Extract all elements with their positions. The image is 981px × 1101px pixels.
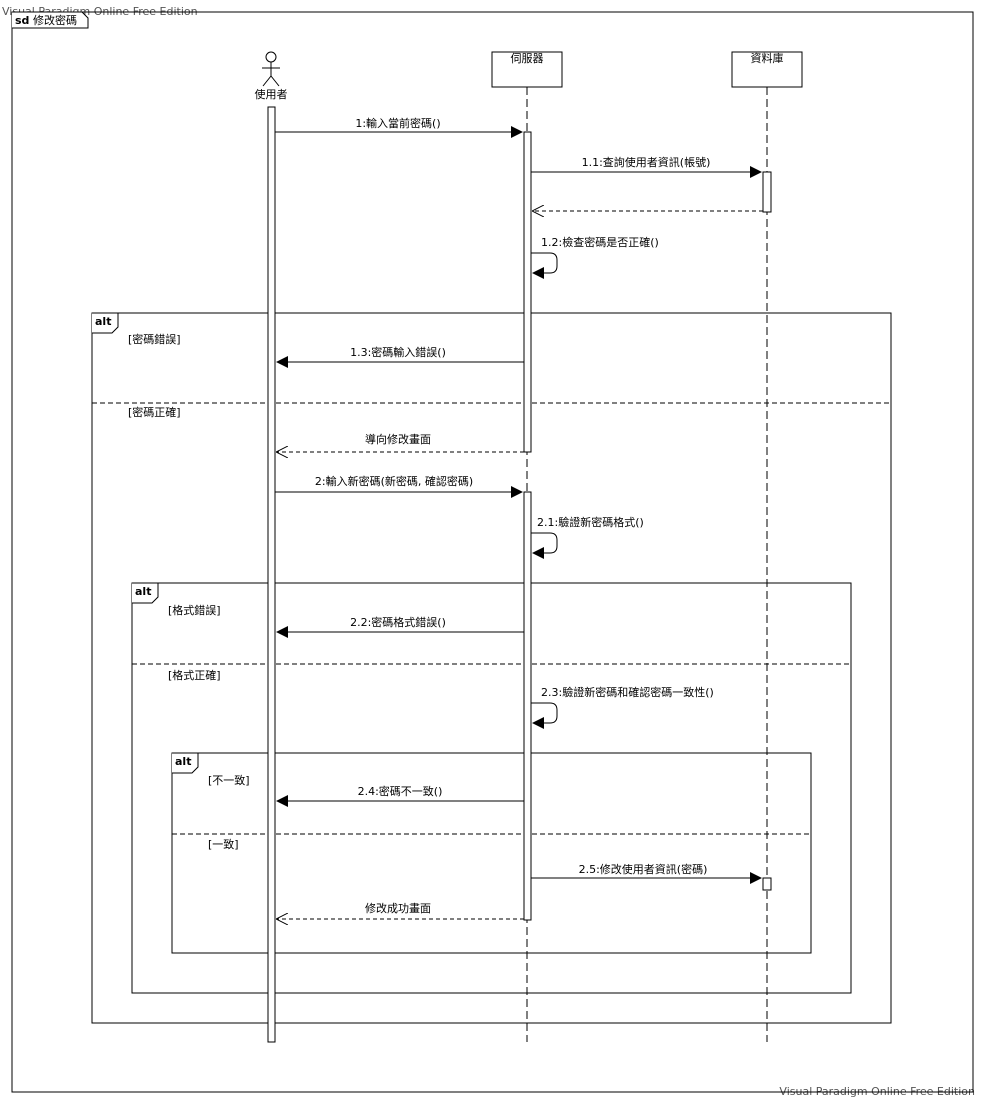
alt-middle-operator: alt bbox=[135, 585, 151, 598]
message-1: 1:輸入當前密碼() bbox=[275, 116, 523, 138]
message-2-2-label: 2.2:密碼格式錯誤() bbox=[350, 615, 446, 629]
alt-inner-guard-2: [一致] bbox=[208, 837, 239, 851]
message-1-1: 1.1:查詢使用者資訊(帳號) bbox=[531, 155, 762, 178]
activation-server-1 bbox=[523, 131, 532, 453]
message-2-4-label: 2.4:密碼不一致() bbox=[358, 784, 443, 798]
message-1-3-label: 1.3:密碼輸入錯誤() bbox=[350, 345, 446, 359]
alt-outer-guard-2: [密碼正確] bbox=[128, 405, 181, 419]
message-2-1: 2.1:驗證新密碼格式() bbox=[531, 515, 644, 559]
lifeline-user-label: 使用者 bbox=[255, 88, 288, 101]
message-2-2: 2.2:密碼格式錯誤() bbox=[276, 615, 524, 638]
message-2: 2:輸入新密碼(新密碼, 確認密碼) bbox=[275, 474, 523, 498]
message-2-5: 2.5:修改使用者資訊(密碼) bbox=[531, 862, 762, 884]
message-2-label: 2:輸入新密碼(新密碼, 確認密碼) bbox=[315, 474, 473, 488]
activation-database-1 bbox=[762, 171, 772, 213]
lifeline-server-label: 伺服器 bbox=[511, 52, 544, 65]
return-success-label: 修改成功畫面 bbox=[365, 901, 431, 915]
frame-keyword: sd bbox=[15, 14, 29, 27]
alt-fragment-middle: alt [格式錯誤] [格式正確] bbox=[131, 582, 852, 994]
alt-middle-guard-2: [格式正確] bbox=[168, 668, 221, 682]
return-redirect: 導向修改畫面 bbox=[277, 432, 524, 452]
diagram-frame bbox=[11, 11, 974, 1093]
message-2-3: 2.3:驗證新密碼和確認密碼一致性() bbox=[531, 685, 714, 729]
alt-middle-guard-1: [格式錯誤] bbox=[168, 603, 221, 617]
return-redirect-label: 導向修改畫面 bbox=[365, 432, 431, 446]
alt-inner-operator: alt bbox=[175, 755, 191, 768]
alt-fragment-inner: alt [不一致] [一致] bbox=[171, 752, 812, 954]
alt-fragment-outer: alt [密碼錯誤] [密碼正確] bbox=[91, 312, 892, 1024]
alt-inner-guard-1: [不一致] bbox=[208, 773, 250, 787]
activation-user bbox=[267, 106, 276, 1043]
message-2-1-label: 2.1:驗證新密碼格式() bbox=[537, 515, 644, 529]
lifeline-database-head bbox=[731, 51, 803, 88]
activation-database-2 bbox=[762, 877, 772, 891]
return-success: 修改成功畫面 bbox=[277, 901, 524, 919]
alt-outer-operator: alt bbox=[95, 315, 111, 328]
activation-server-2 bbox=[523, 491, 532, 921]
message-1-2-label: 1.2:檢查密碼是否正確() bbox=[541, 235, 659, 249]
message-2-5-label: 2.5:修改使用者資訊(密碼) bbox=[579, 862, 708, 876]
message-1-1-label: 1.1:查詢使用者資訊(帳號) bbox=[582, 155, 711, 169]
lifeline-server: 伺服器 bbox=[491, 51, 563, 1042]
message-1-3: 1.3:密碼輸入錯誤() bbox=[276, 345, 524, 368]
lifeline-server-head bbox=[491, 51, 563, 88]
message-1-2: 1.2:檢查密碼是否正確() bbox=[531, 235, 659, 279]
message-2-4: 2.4:密碼不一致() bbox=[276, 784, 524, 807]
frame-title: 修改密碼 bbox=[33, 13, 77, 27]
lifeline-user: 使用者 bbox=[255, 51, 288, 101]
alt-outer-guard-1: [密碼錯誤] bbox=[128, 332, 181, 346]
frame-tab bbox=[12, 11, 89, 29]
message-2-3-label: 2.3:驗證新密碼和確認密碼一致性() bbox=[541, 685, 714, 699]
message-1-label: 1:輸入當前密碼() bbox=[355, 116, 440, 130]
actor-icon bbox=[265, 51, 277, 63]
lifeline-database-label: 資料庫 bbox=[751, 51, 784, 65]
